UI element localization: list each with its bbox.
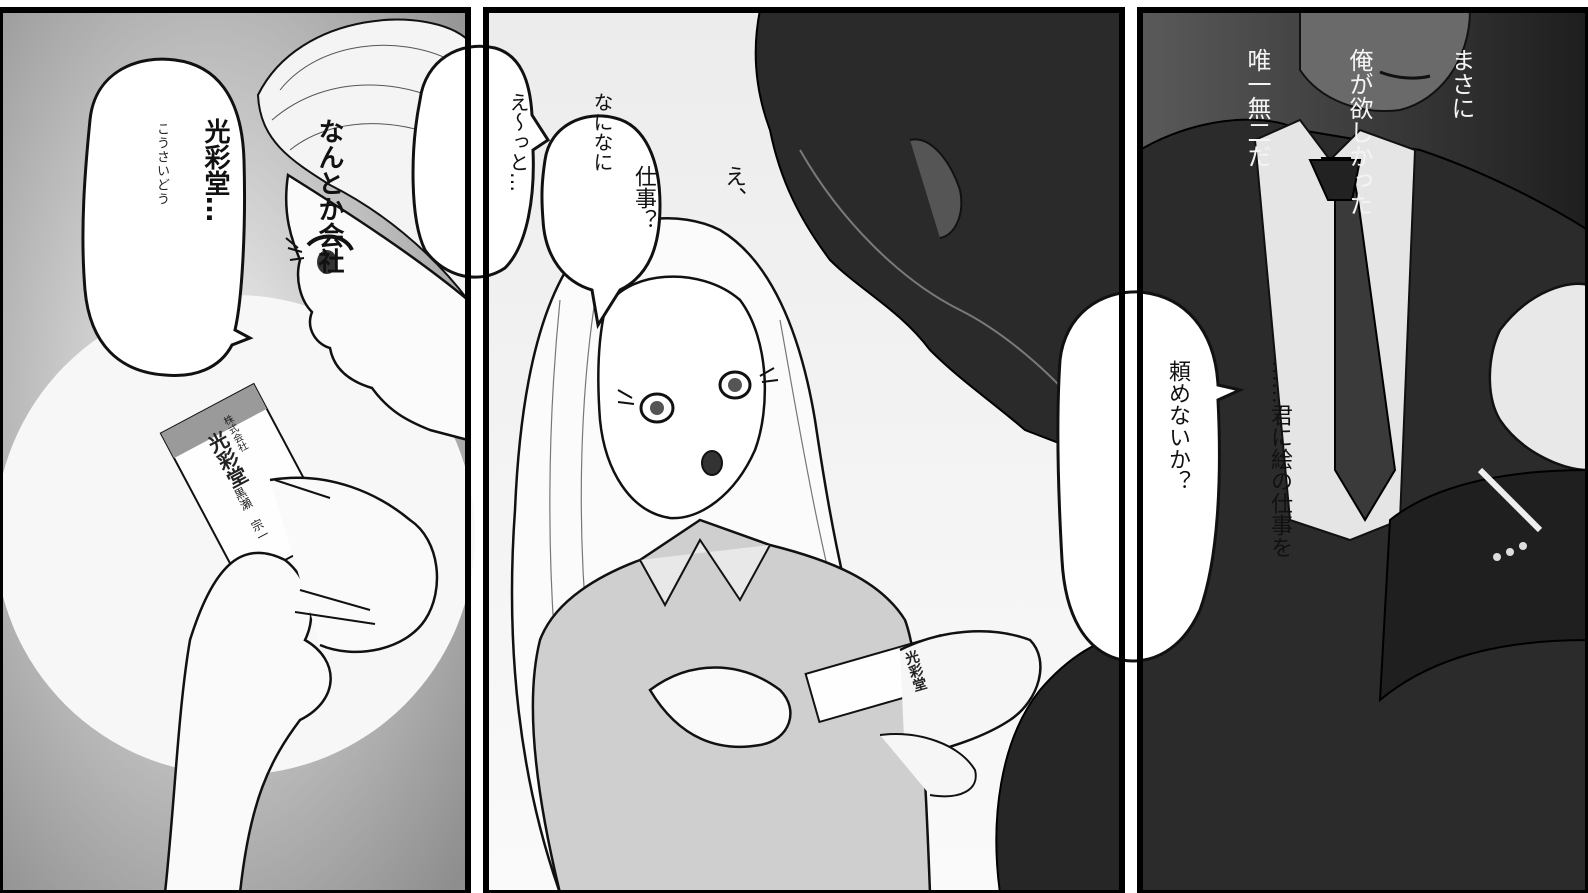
panel2-speech-middle-line1: え、 [721,165,746,209]
panel3-narration-line3: 唯一無二だ [1243,48,1271,168]
panel3-narration-line1: まさに [1447,48,1475,120]
panel2-speech-top-line2: え〜っと… [506,92,530,192]
panel2-speech-middle-line2: 仕事？ [631,165,656,231]
panel-2 [411,9,1123,893]
panel3-speech-line2: 頼めないか？ [1165,360,1190,492]
panel1-speech-line1: なんとか会社 [314,118,344,274]
panel1-speech-line2: 光彩堂… [200,118,230,222]
panel2-speech-top-line1: なになに [590,92,614,172]
panel3-narration-line2: 俺が欲しかった [1345,48,1373,216]
panel1-furigana: こうさいどう [154,122,169,206]
panel3-speech-line1: ……君に絵の仕事を [1267,360,1292,558]
panel-1 [0,10,475,893]
panel-3 [1056,9,1588,893]
